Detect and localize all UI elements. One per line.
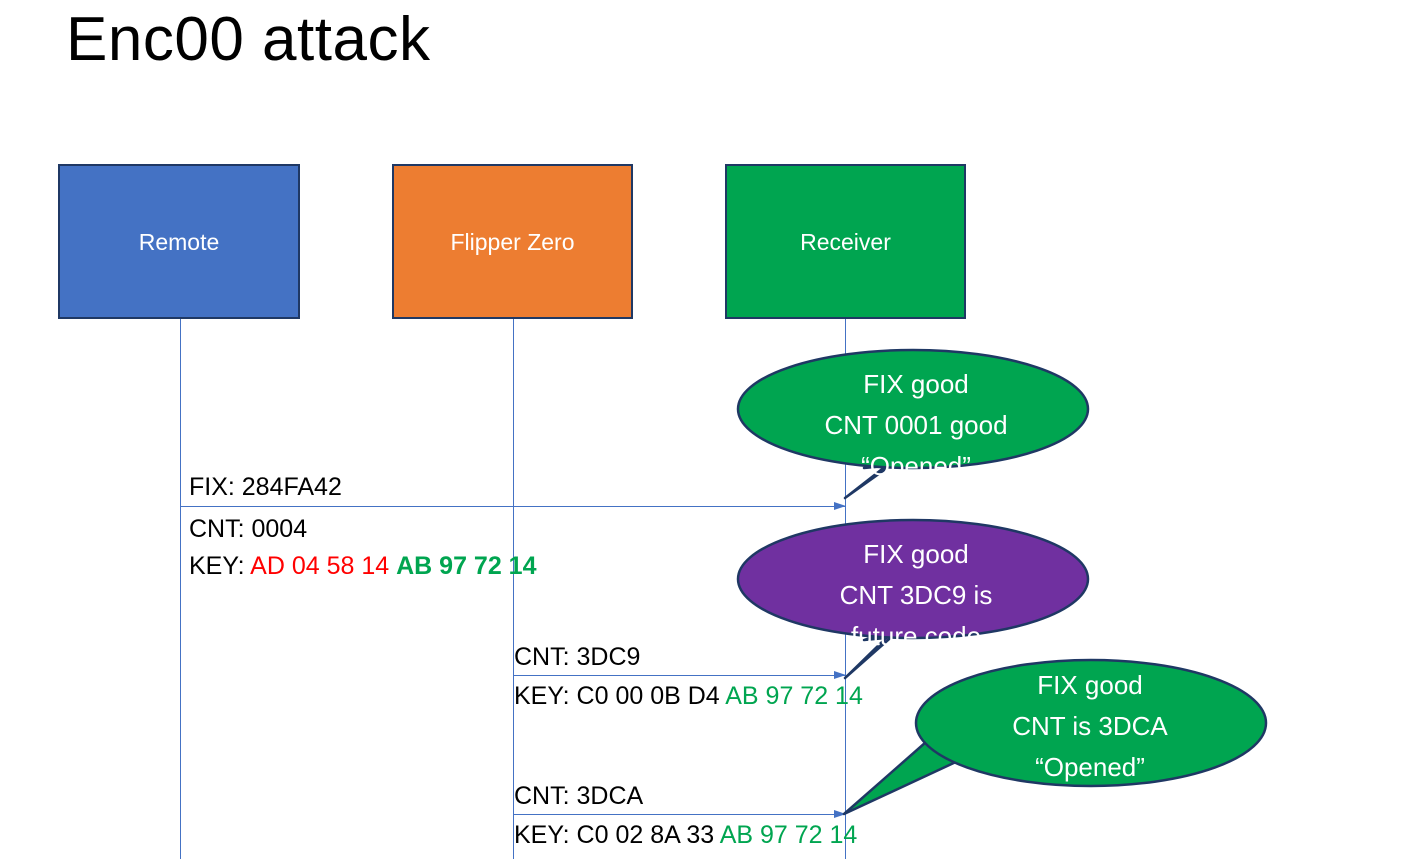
message-1-fix-label: FIX: 284FA42 <box>189 473 342 501</box>
actor-label-remote: Remote <box>138 228 220 255</box>
message-1-key-manufacturer-bytes: AD 04 58 14 <box>250 552 397 580</box>
message-arrow-flipper-to-receiver-1 <box>513 671 846 679</box>
actor-box-receiver[interactable]: Receiver <box>725 164 966 319</box>
callout-body-2 <box>736 518 1090 640</box>
message-1-key-serial-bytes: AB 97 72 14 <box>396 552 537 580</box>
message-arrow-remote-to-receiver <box>180 502 846 510</box>
actor-box-remote[interactable]: Remote <box>58 164 300 319</box>
message-3-key-label: KEY: C0 02 8A 33 AB 97 72 14 <box>514 818 857 852</box>
message-2-key-prefix: KEY: C0 00 0B D4 <box>514 682 726 710</box>
message-1-key-prefix: KEY: <box>189 552 251 580</box>
lifeline-remote <box>180 319 181 859</box>
message-arrow-flipper-to-receiver-2 <box>513 810 846 818</box>
message-3-key-serial-bytes: AB 97 72 14 <box>719 821 858 849</box>
message-2-key-serial-bytes: AB 97 72 14 <box>725 682 863 710</box>
message-3-cnt-label: CNT: 3DCA <box>514 782 644 810</box>
message-2-key-label: KEY: C0 00 0B D4 AB 97 72 14 <box>514 679 863 713</box>
lifeline-flipper-zero <box>513 319 514 859</box>
page-title: Enc00 attack <box>66 5 431 74</box>
actor-box-flipper-zero[interactable]: Flipper Zero <box>392 164 633 319</box>
actor-label-receiver: Receiver <box>800 228 891 255</box>
message-1-key-label: KEY: AD 04 58 14 AB 97 72 14 <box>189 549 536 583</box>
message-1-cnt-label: CNT: 0004 <box>189 515 308 543</box>
callout-body-1 <box>736 348 1090 470</box>
message-3-key-prefix: KEY: C0 02 8A 33 <box>514 821 720 849</box>
callout-body-3 <box>914 658 1268 788</box>
callout-bubble-receiver-ok-1: FIX good CNT 0001 good “Opened” <box>736 348 1096 513</box>
actor-label-flipper-zero: Flipper Zero <box>450 228 575 255</box>
message-2-cnt-label: CNT: 3DC9 <box>514 643 641 671</box>
callout-bubble-receiver-ok-2: FIX good CNT is 3DCA “Opened” <box>838 656 1270 826</box>
